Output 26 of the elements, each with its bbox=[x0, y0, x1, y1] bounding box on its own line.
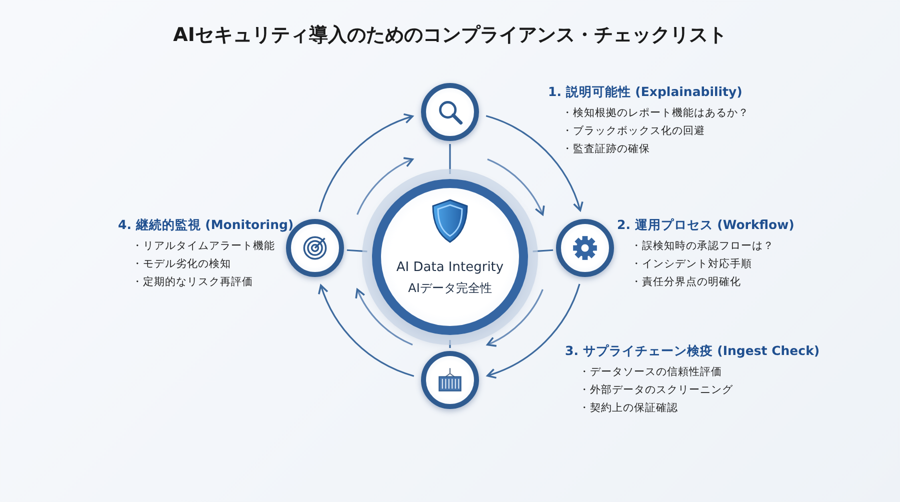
section-heading: 3. サプライチェーン検疫 (Ingest Check) bbox=[565, 343, 820, 360]
checklist-item: ・監査証跡の確保 bbox=[562, 142, 650, 156]
section-heading: 1. 説明可能性 (Explainability) bbox=[548, 84, 742, 101]
center-title: AI Data Integrity bbox=[395, 260, 505, 275]
checklist-item: ・誤検知時の承認フローは？ bbox=[631, 239, 774, 253]
icon-circle bbox=[421, 351, 479, 409]
checklist-item: ・契約上の保証確認 bbox=[579, 401, 678, 415]
center-subtitle: AIデータ完全性 bbox=[407, 280, 493, 297]
title: AIセキュリティ導入のためのコンプライアンス・チェックリスト bbox=[173, 23, 727, 48]
icon-circle bbox=[556, 219, 614, 277]
checklist-item: ・責任分界点の明確化 bbox=[631, 275, 741, 289]
arrow bbox=[486, 284, 580, 378]
checklist-item: ・データソースの信頼性評価 bbox=[579, 365, 722, 379]
checklist-item: ・モデル劣化の検知 bbox=[132, 257, 231, 271]
checklist-item: ・インシデント対応手順 bbox=[631, 257, 752, 271]
icon-circle bbox=[421, 83, 479, 141]
arrow bbox=[318, 284, 414, 377]
section-heading: 2. 運用プロセス (Workflow) bbox=[617, 217, 794, 234]
section-heading: 4. 継続的監視 (Monitoring) bbox=[118, 217, 294, 234]
checklist-item: ・定期的なリスク再評価 bbox=[132, 275, 253, 289]
arrow bbox=[318, 114, 414, 212]
checklist-item: ・ブラックボックス化の回避 bbox=[562, 124, 705, 138]
arrow bbox=[486, 115, 583, 212]
checklist-item: ・リアルタイムアラート機能 bbox=[132, 239, 275, 253]
checklist-item: ・検知根拠のレポート機能はあるか？ bbox=[562, 106, 749, 120]
checklist-item: ・外部データのスクリーニング bbox=[579, 383, 733, 397]
